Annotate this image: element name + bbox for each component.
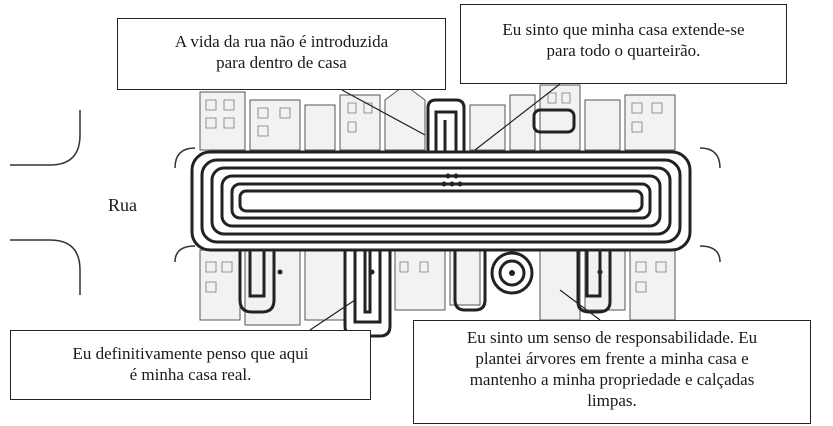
callout-street-life: A vida da rua não é introduzida para den… — [117, 18, 446, 90]
upper-row-houses — [199, 84, 676, 151]
callout-house-extends: Eu sinto que minha casa extende-se para … — [460, 4, 787, 84]
callout-responsibility: Eu sinto um senso de responsabilidade. E… — [413, 320, 811, 424]
territory-loops — [190, 150, 692, 252]
house-loops — [238, 98, 612, 338]
street-curbs — [10, 110, 721, 295]
callout-real-home: Eu definitivamente penso que aqui é minh… — [10, 330, 371, 400]
lower-row-houses — [199, 249, 676, 326]
callout-leaders — [309, 83, 601, 331]
street-label: Rua — [108, 195, 137, 215]
marker-dots — [277, 173, 603, 276]
